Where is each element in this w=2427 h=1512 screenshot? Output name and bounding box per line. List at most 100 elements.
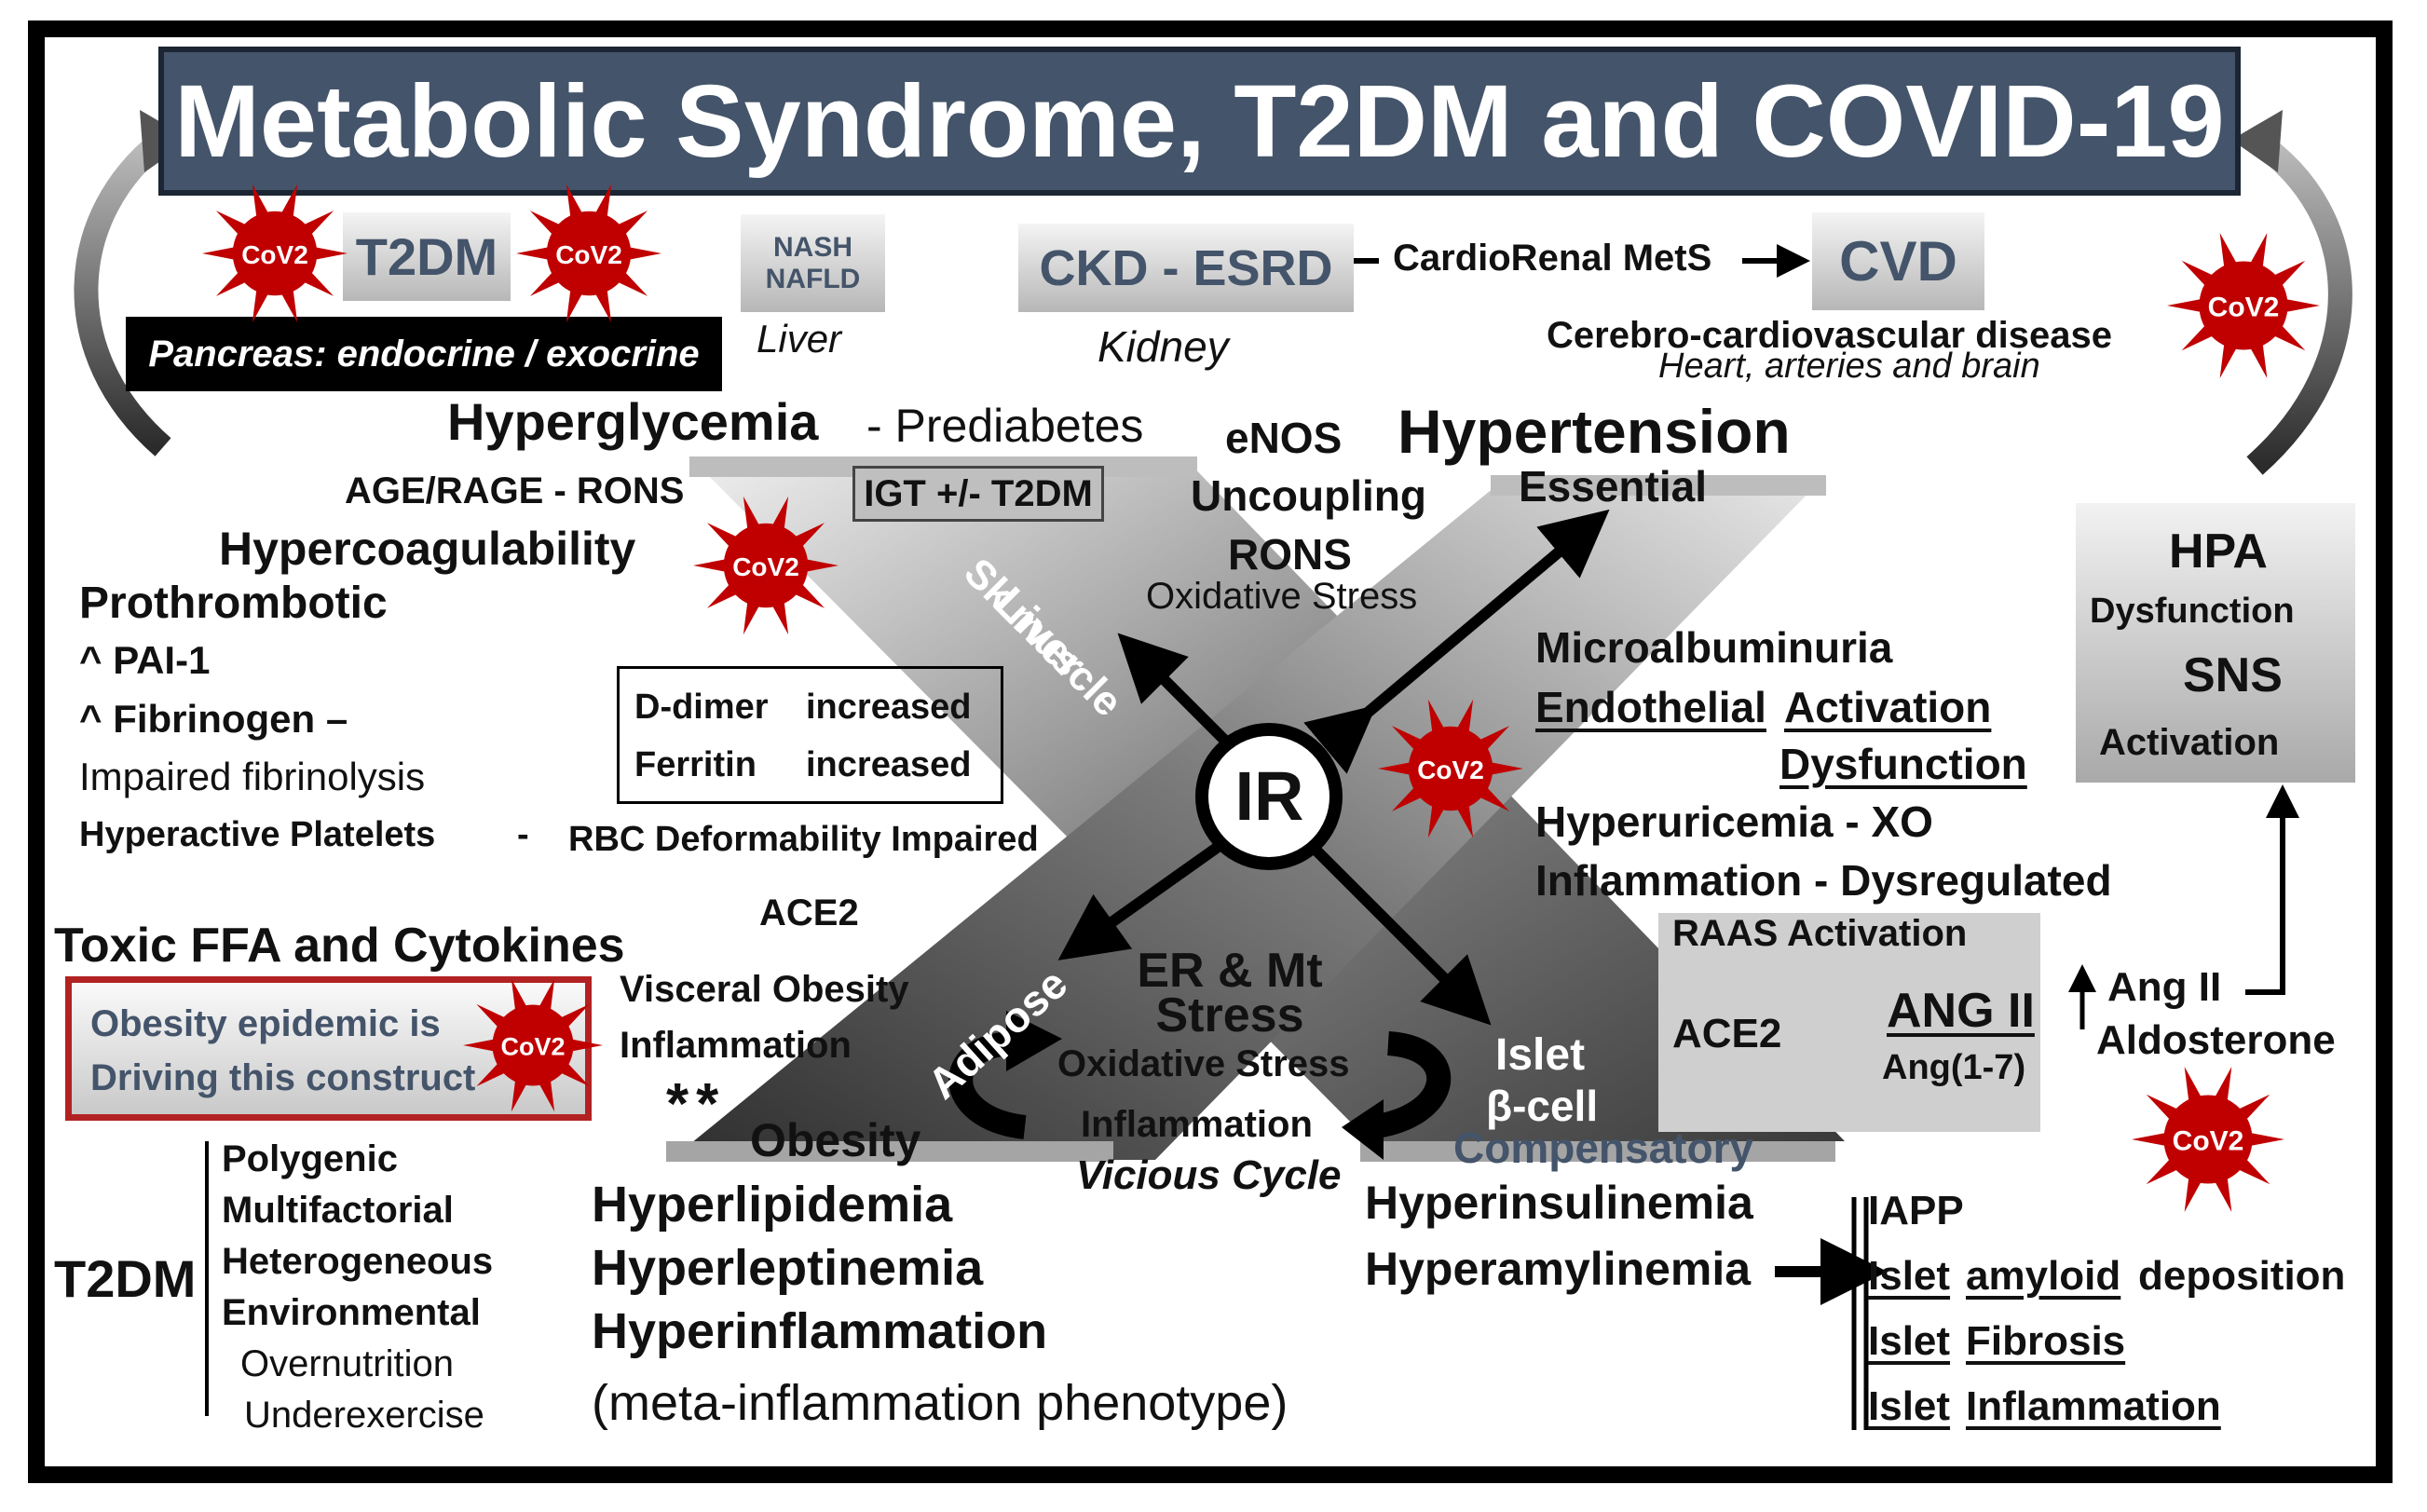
hypercoag-label: Hypercoagulability bbox=[219, 523, 636, 575]
virus-spike bbox=[539, 1079, 555, 1112]
virus-label: CoV2 bbox=[500, 1033, 565, 1061]
ace2-right-label: ACE2 bbox=[1672, 1011, 1782, 1056]
toxic-ffa-label: Toxic FFA and Cytokines bbox=[54, 919, 625, 973]
t2dm-box: T2DM bbox=[343, 212, 511, 301]
microalbuminuria-label: Microalbuminuria bbox=[1535, 623, 1893, 672]
virus-spike bbox=[771, 601, 789, 635]
arrow-ir-to-liver bbox=[1117, 633, 1234, 750]
arrow-ang-to-hpa bbox=[2245, 784, 2299, 995]
virus-spike bbox=[1490, 762, 1523, 775]
virus-spike bbox=[706, 523, 738, 548]
virus-spike bbox=[2272, 324, 2306, 351]
virus-spike bbox=[202, 247, 236, 260]
virus-spike bbox=[2146, 1158, 2179, 1185]
arrow-ir-essential bbox=[1303, 509, 1610, 774]
endothelial-label: Endothelial bbox=[1535, 683, 1766, 731]
activation-label: Activation bbox=[1784, 683, 1992, 731]
cause-multifactorial: Multifactorial bbox=[222, 1190, 454, 1231]
virus-spike bbox=[570, 1039, 603, 1052]
virus-spike bbox=[566, 184, 583, 218]
virus-spike bbox=[2146, 1094, 2179, 1121]
virus-spike bbox=[771, 496, 789, 530]
hyperuricemia-label: Hyperuricemia - XO bbox=[1535, 797, 1933, 846]
hpa-label: HPA bbox=[2169, 524, 2268, 579]
virus-label: CoV2 bbox=[732, 552, 799, 581]
uncoupling-label: Uncoupling bbox=[1191, 471, 1426, 520]
hyperlipidemia-label: Hyperlipidemia bbox=[592, 1177, 953, 1233]
x-bottom-right-ledge bbox=[1360, 1141, 1835, 1162]
ferritin-value: increased bbox=[806, 745, 972, 784]
virus-spike bbox=[2181, 260, 2215, 287]
x-bottom-left-ledge bbox=[666, 1141, 1113, 1162]
virus-spike bbox=[2249, 233, 2268, 268]
dysfunction-label: Dysfunction bbox=[1779, 740, 2027, 788]
virus-spike bbox=[314, 247, 348, 260]
virus-spike bbox=[794, 523, 825, 548]
beta-cell-label: β-cell bbox=[1486, 1082, 1599, 1130]
fibrinogen-label: ^ Fibrinogen – bbox=[79, 697, 348, 741]
virus-spike bbox=[2237, 1158, 2270, 1185]
islet-amyloid-islet: Islet bbox=[1868, 1253, 1951, 1299]
cov2-virus-icon: CoV2 bbox=[693, 496, 839, 635]
virus-spike bbox=[743, 601, 760, 635]
right-curved-arrow bbox=[2246, 129, 2352, 475]
virus-spike bbox=[215, 271, 247, 296]
cerebro-label: Cerebro-cardiovascular disease bbox=[1547, 315, 2112, 356]
oxidative-cycle-label: Oxidative Stress bbox=[1057, 1043, 1350, 1084]
raas-label: RAAS Activation bbox=[1672, 913, 1968, 954]
islet-inflammation-label: Inflammation bbox=[1966, 1383, 2221, 1429]
arrow-ir-to-adipose bbox=[1057, 834, 1234, 960]
inflammation-cycle-label: Inflammation bbox=[1081, 1104, 1313, 1145]
virus-spike bbox=[252, 289, 269, 323]
ferritin-label: Ferritin bbox=[634, 745, 757, 784]
virus-spike bbox=[805, 559, 839, 572]
platelets-label: Hyperactive Platelets bbox=[79, 815, 436, 854]
ir-label: IR bbox=[1234, 757, 1304, 835]
islet-arm-label: Islet bbox=[1495, 1030, 1586, 1080]
virus-spike bbox=[560, 1062, 590, 1087]
ddimer-label: D-dimer bbox=[634, 688, 769, 727]
arrow-ir-to-islet bbox=[1309, 843, 1492, 1026]
cause-polygenic: Polygenic bbox=[222, 1138, 398, 1179]
virus-body bbox=[723, 523, 809, 608]
islet-fibrosis-islet: Islet bbox=[1868, 1318, 1951, 1364]
obesity-box-line2: Driving this construct bbox=[90, 1057, 476, 1098]
virus-spike bbox=[529, 271, 561, 296]
meta-inflammation-label: (meta-inflammation phenotype) bbox=[592, 1375, 1288, 1431]
fibrinolysis-label: Impaired fibrinolysis bbox=[79, 755, 426, 798]
obesity-box-line1: Obesity epidemic is bbox=[90, 1003, 441, 1044]
virus-spike bbox=[476, 1003, 506, 1028]
virus-spike bbox=[693, 559, 727, 572]
virus-spike bbox=[2184, 1067, 2202, 1102]
virus-spike bbox=[1378, 762, 1411, 775]
heart-label: Heart, arteries and brain bbox=[1658, 347, 2040, 386]
er-stress-label-1: ER & Mt bbox=[1137, 944, 1323, 998]
virus-spike bbox=[463, 1039, 496, 1052]
virus-spike bbox=[2249, 343, 2268, 378]
sns-label: SNS bbox=[2183, 648, 2283, 702]
left-curved-arrow bbox=[74, 129, 171, 456]
hyperleptinemia-label: Hyperleptinemia bbox=[592, 1240, 984, 1296]
ang2-label: ANG II bbox=[1887, 984, 2035, 1038]
virus-spike bbox=[1391, 786, 1423, 811]
nafld-label: NAFLD bbox=[765, 263, 861, 294]
cause-environmental: Environmental bbox=[222, 1292, 481, 1333]
ir-circle bbox=[1195, 723, 1343, 870]
hpa-sns-box: HPA Dysfunction SNS Activation bbox=[2076, 503, 2355, 783]
cause-heterogeneous: Heterogeneous bbox=[222, 1241, 494, 1282]
inflammation-dysregulated-label: Inflammation - Dysregulated bbox=[1535, 856, 2112, 905]
virus-spike bbox=[511, 1079, 527, 1112]
visceral-inflammation-label: Inflammation bbox=[620, 1025, 852, 1066]
ace2-left-label: ACE2 bbox=[759, 892, 859, 933]
virus-spike bbox=[1456, 699, 1474, 733]
virus-spike bbox=[529, 211, 561, 236]
virus-spike bbox=[303, 211, 334, 236]
virus-spike bbox=[2219, 343, 2238, 378]
cycle-arrow-left bbox=[948, 1031, 1027, 1139]
virus-spike bbox=[539, 978, 555, 1012]
cov2-virus-icon: CoV2 bbox=[463, 978, 603, 1112]
virus-body bbox=[232, 211, 318, 296]
virus-spike bbox=[1427, 804, 1445, 838]
virus-spike bbox=[2249, 1132, 2284, 1147]
